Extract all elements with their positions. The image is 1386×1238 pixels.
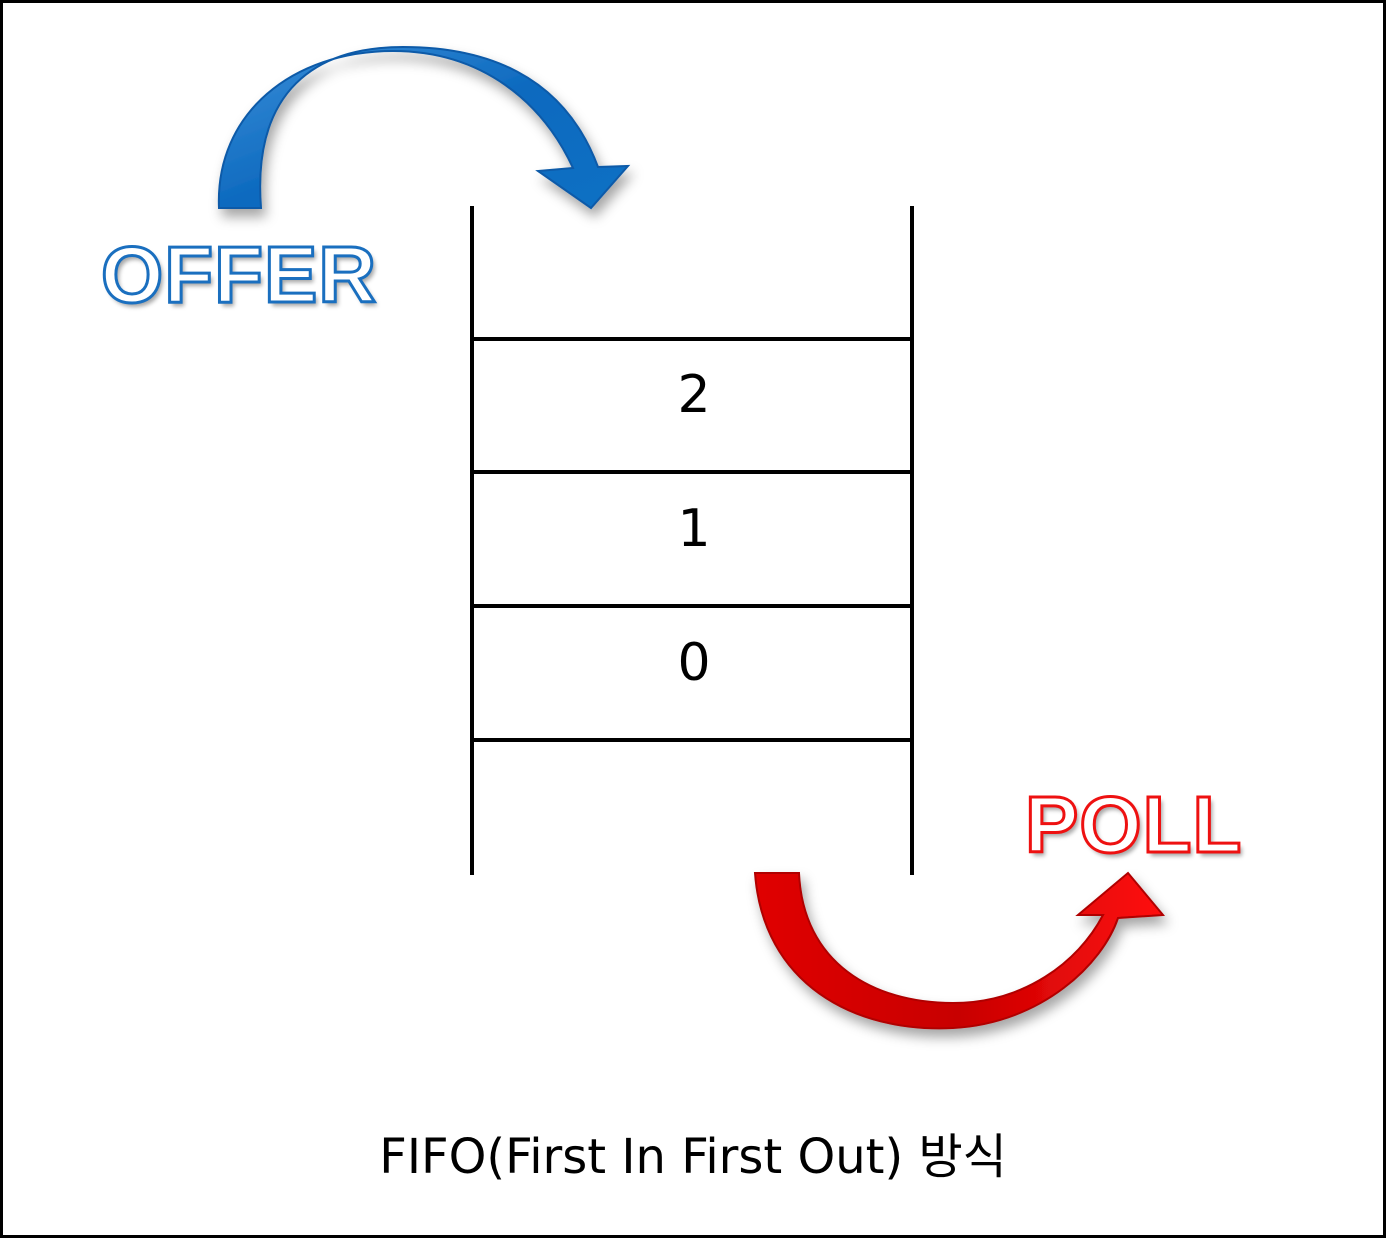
poll-arrow <box>753 871 1166 1030</box>
diagram-graphics <box>217 45 1166 1030</box>
offer-label: OFFER <box>99 230 378 319</box>
queue-item-value: 0 <box>677 633 711 693</box>
poll-label: POLL <box>1023 780 1243 869</box>
queue-item-value: 2 <box>677 365 711 425</box>
offer-arrow <box>217 45 631 210</box>
diagram-caption: FIFO(First In First Out) 방식 <box>379 1129 1007 1185</box>
queue-item-value: 1 <box>677 499 711 559</box>
